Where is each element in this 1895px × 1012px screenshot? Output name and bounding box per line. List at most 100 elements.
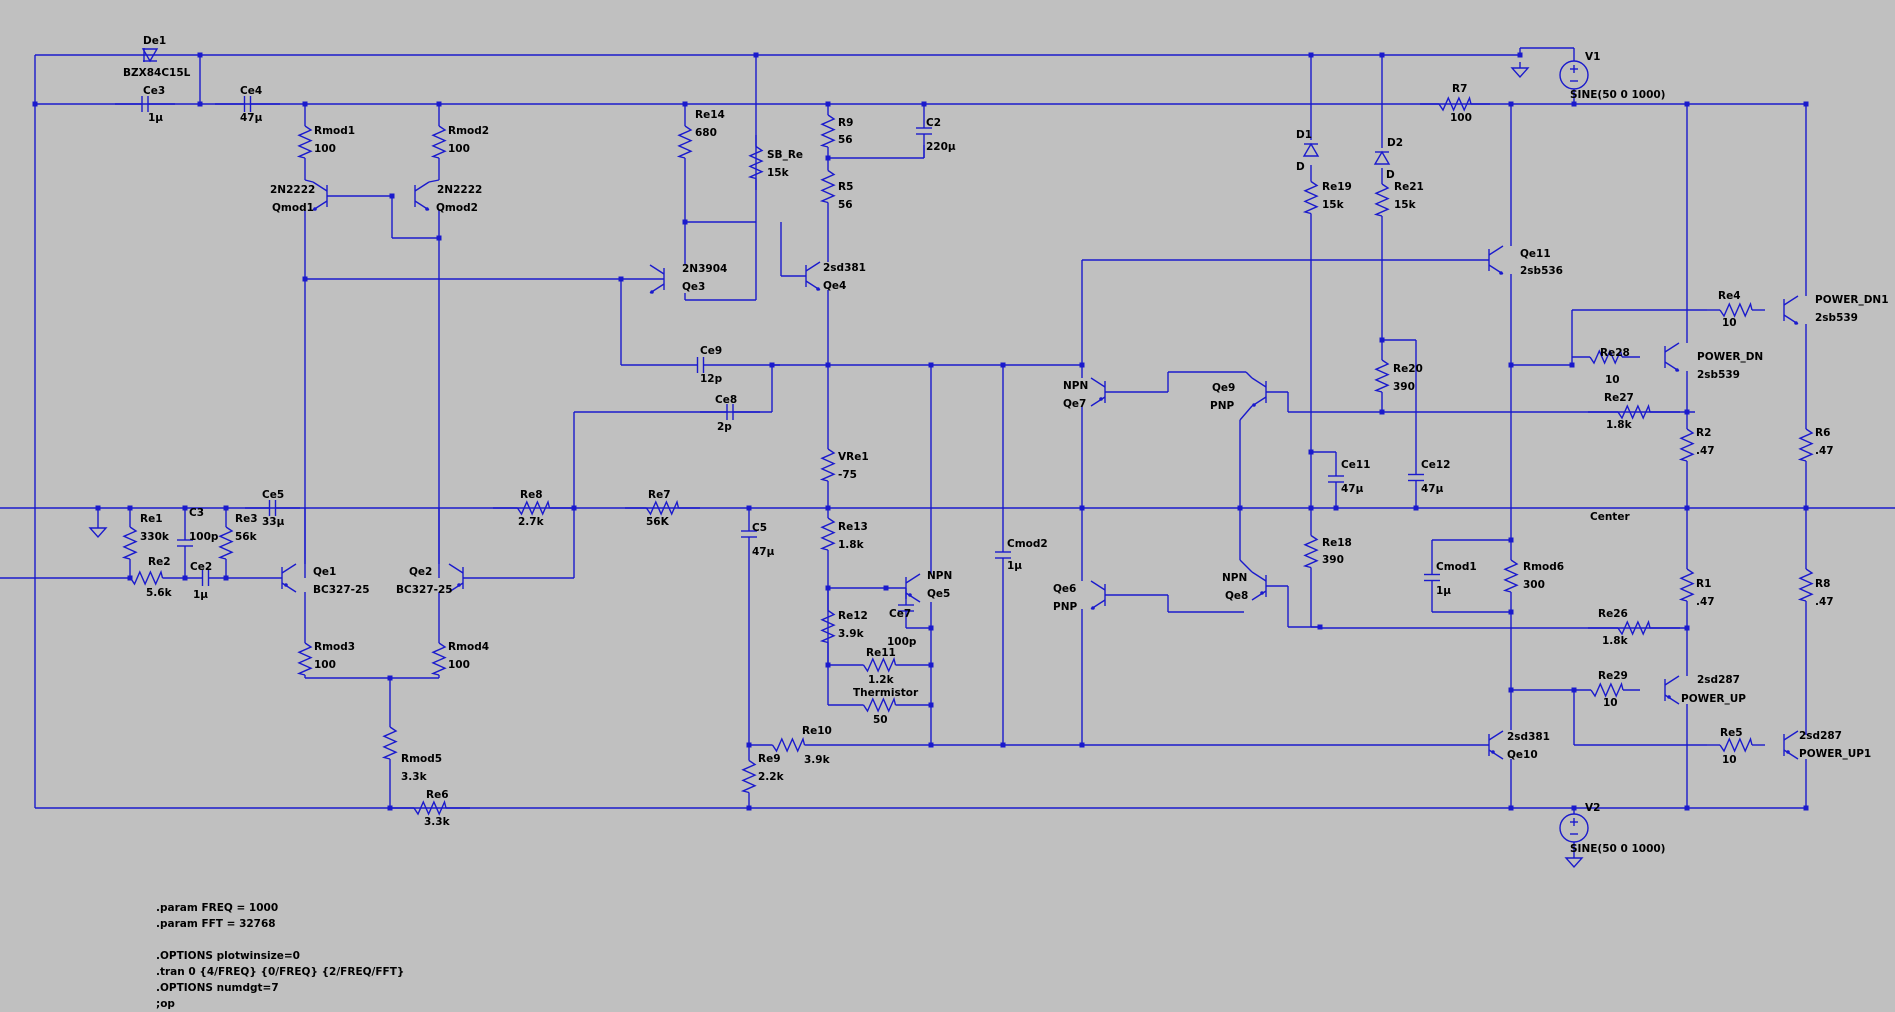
label-qe2: Qe2 (409, 566, 432, 578)
r1-resistor[interactable] (1678, 568, 1695, 602)
label-qmod2-type: 2N2222 (437, 184, 482, 196)
re19-resistor[interactable] (1302, 180, 1319, 215)
re6-resistor[interactable] (413, 799, 447, 816)
rmod3-resistor[interactable] (296, 642, 313, 676)
junction-dot (1571, 101, 1577, 107)
vre1-resistor[interactable] (819, 448, 836, 482)
rmod5-resistor[interactable] (381, 726, 398, 760)
rmod1-resistor[interactable] (296, 125, 313, 159)
qe10-transistor-collector (1488, 730, 1504, 741)
junction-dot (825, 662, 831, 668)
re7-resistor[interactable] (645, 499, 680, 516)
junction-dot (1308, 505, 1314, 511)
rmod6-resistor[interactable] (1502, 559, 1519, 593)
junction-dot (1508, 805, 1514, 811)
power-up-transistor-collector (1664, 675, 1680, 686)
re27-resistor[interactable] (1617, 403, 1651, 420)
re20-resistor[interactable] (1373, 359, 1390, 393)
junction-dot (682, 101, 688, 107)
label-power-dn1: POWER_DN1 (1815, 294, 1889, 306)
wire (1245, 371, 1253, 379)
label-rmod1: Rmod1 (314, 125, 355, 137)
label-re28-val: 10 (1605, 374, 1620, 386)
junction-dot (1684, 625, 1690, 631)
re21-resistor[interactable] (1373, 183, 1390, 217)
re18-resistor[interactable] (1302, 534, 1319, 569)
junction-dot (1684, 505, 1690, 511)
r5-resistor[interactable] (819, 169, 836, 204)
d1-diode[interactable] (1302, 142, 1320, 157)
junction-dot (1000, 362, 1006, 368)
re12-resistor[interactable] (819, 609, 836, 644)
r6-resistor[interactable] (1797, 428, 1814, 462)
label-qe11-type: 2sb536 (1520, 265, 1563, 277)
label-rmod6: Rmod6 (1523, 561, 1564, 573)
label-re4-val: 10 (1722, 317, 1737, 329)
qe8-transistor-collector (1251, 571, 1267, 582)
sb-re-resistor[interactable] (747, 145, 764, 180)
junction-dot (1571, 687, 1577, 693)
rmod4-resistor[interactable] (430, 642, 447, 676)
label-re26-val: 1.8k (1602, 635, 1629, 647)
power-up1-transistor-emitter (1783, 749, 1799, 760)
re2-resistor[interactable] (129, 569, 164, 586)
label-d1: D1 (1296, 129, 1312, 141)
re11-resistor[interactable] (862, 656, 897, 673)
components (88, 48, 1814, 869)
directive-tran[interactable]: .tran 0 {4/FREQ} {0/FREQ} {2/FREQ/FFT} (156, 966, 405, 978)
r9-resistor[interactable] (819, 114, 836, 148)
label-sb-re-val: 15k (767, 167, 790, 179)
re9-resistor[interactable] (740, 759, 757, 794)
directive-op[interactable]: ;op (156, 998, 175, 1010)
junction-dot (928, 662, 934, 668)
label-re14-val: 680 (695, 127, 717, 139)
label-re9: Re9 (758, 753, 781, 765)
label-re18: Re18 (1322, 537, 1352, 549)
re3-resistor[interactable] (217, 526, 234, 560)
v2-source[interactable] (1559, 813, 1589, 843)
qe4-transistor-collector (805, 261, 821, 272)
label-re14: Re14 (695, 109, 725, 121)
junction-dot (825, 155, 831, 161)
directive-options-numdgt[interactable]: .OPTIONS numdgt=7 (156, 982, 279, 994)
junction-dot (746, 742, 752, 748)
spice-directives[interactable]: .param FREQ = 1000 .param FFT = 32768 .O… (156, 900, 404, 1012)
label-re18-val: 390 (1322, 554, 1344, 566)
re1-resistor[interactable] (121, 526, 138, 560)
r7-resistor[interactable] (1438, 95, 1472, 112)
r8-resistor[interactable] (1797, 568, 1814, 602)
power-up-transistor-arrow (1667, 695, 1671, 699)
rmod2-resistor[interactable] (430, 125, 447, 159)
label-rmod1-val: 100 (314, 143, 336, 155)
label-bzx84c15l: BZX84C15L (123, 67, 191, 79)
re14-resistor[interactable] (676, 125, 693, 159)
label-qe5: Qe5 (927, 588, 950, 600)
junction-dot (1308, 449, 1314, 455)
qmod2-transistor-arrow (425, 207, 429, 211)
directive-param-freq[interactable]: .param FREQ = 1000 (156, 902, 279, 914)
thermistor[interactable] (862, 696, 897, 713)
qmod1-transistor-arrow (313, 207, 317, 211)
v1-source[interactable] (1559, 60, 1589, 90)
zener-de1[interactable] (141, 48, 159, 63)
junction-dot (302, 101, 308, 107)
directive-options-plotwinsize[interactable]: .OPTIONS plotwinsize=0 (156, 950, 300, 962)
re5-resistor[interactable] (1719, 736, 1753, 753)
label-r8-val: .47 (1815, 596, 1834, 608)
re29-resistor[interactable] (1590, 681, 1624, 698)
re13-resistor[interactable] (819, 517, 836, 551)
junction-dot (1508, 609, 1514, 615)
junction-dot (1317, 624, 1323, 630)
junction-dot (1508, 362, 1514, 368)
label-ce5: Ce5 (262, 489, 284, 501)
directive-param-fft[interactable]: .param FFT = 32768 (156, 918, 276, 930)
re10-resistor[interactable] (771, 736, 806, 753)
re8-resistor[interactable] (516, 499, 551, 516)
re26-resistor[interactable] (1617, 619, 1651, 636)
qe8-transistor-emitter (1251, 590, 1267, 601)
r2-resistor[interactable] (1678, 428, 1695, 462)
re28-resistor[interactable] (1589, 348, 1623, 365)
d2-diode[interactable] (1373, 150, 1391, 165)
re4-resistor[interactable] (1719, 301, 1753, 318)
